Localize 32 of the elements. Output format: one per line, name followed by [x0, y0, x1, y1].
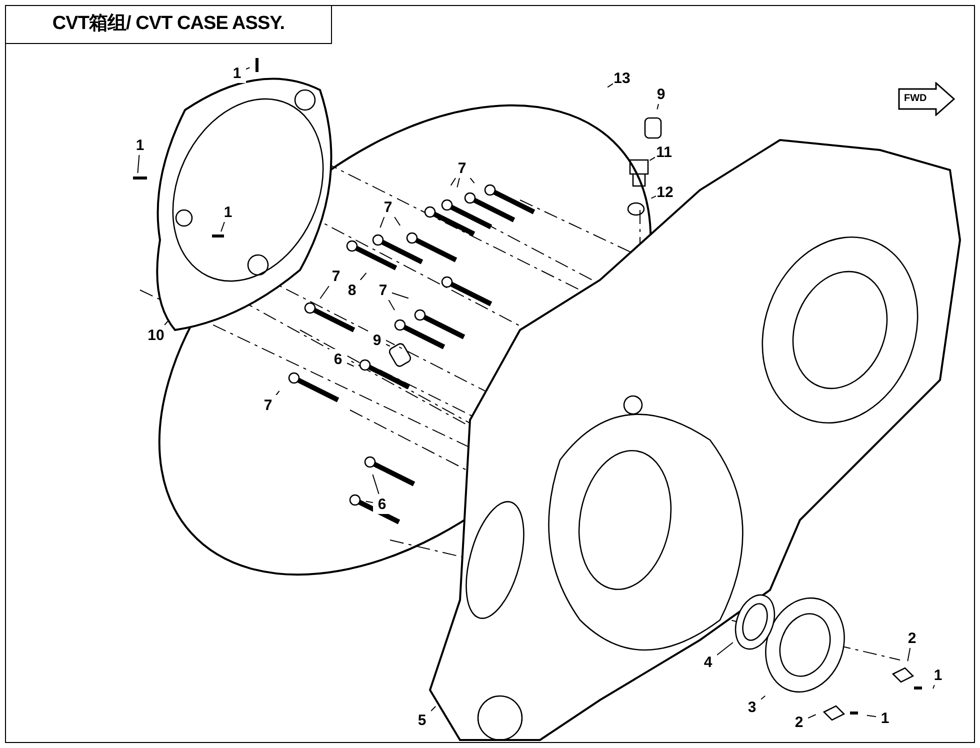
- leader-line: [430, 706, 436, 712]
- leader-line: [392, 292, 409, 299]
- leader-line: [380, 216, 385, 228]
- leader-line: [320, 286, 330, 300]
- leader-line: [866, 714, 876, 718]
- leader-line: [470, 178, 475, 184]
- leader-line: [650, 196, 656, 199]
- leader-line: [907, 648, 911, 662]
- callout-number: 6: [373, 494, 391, 514]
- leader-line: [372, 474, 380, 494]
- leader-line: [649, 156, 656, 161]
- leader-line: [276, 390, 280, 396]
- leader-line: [716, 642, 734, 656]
- leader-line: [607, 83, 614, 88]
- leader-line: [164, 320, 169, 326]
- leader-line: [365, 500, 374, 504]
- leader-line: [220, 222, 225, 232]
- leader-line: [386, 344, 390, 347]
- title: CVT箱组/ CVT CASE ASSY.: [52, 12, 285, 36]
- leader-line: [808, 714, 816, 719]
- direction-label: FWD: [904, 94, 927, 104]
- leader-line: [760, 695, 766, 700]
- leader-line: [656, 104, 659, 110]
- leader-line: [450, 178, 456, 186]
- leader-line: [932, 684, 935, 690]
- leader-line: [456, 178, 460, 188]
- leader-line: [137, 154, 140, 174]
- leader-line: [394, 216, 401, 226]
- leader-line: [388, 300, 396, 311]
- leader-line: [246, 67, 250, 70]
- leader-line: [360, 272, 367, 280]
- leader-line: [346, 362, 354, 367]
